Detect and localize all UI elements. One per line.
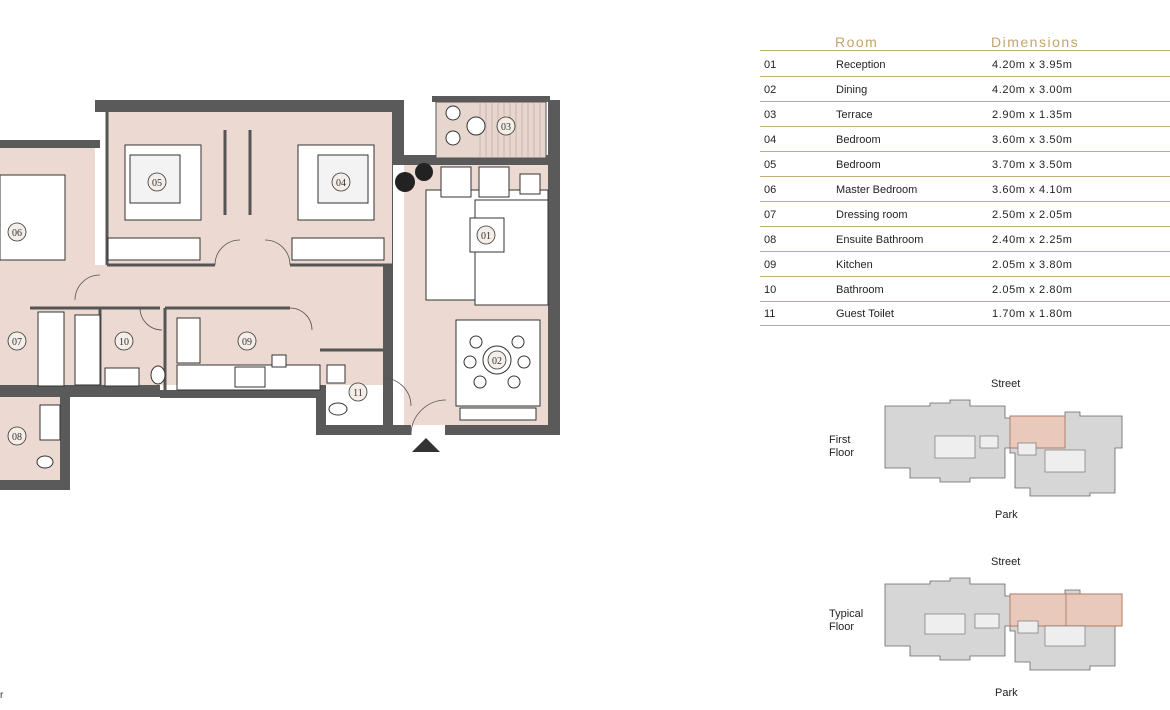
svg-text:04: 04	[336, 178, 346, 189]
svg-text:03: 03	[501, 122, 511, 133]
header-dimensions: Dimensions	[991, 34, 1080, 50]
keyplan-first-highlight-unit	[1009, 415, 1066, 449]
keyplan-typical-label-line2: Floor	[829, 621, 855, 633]
svg-text:11: 11	[353, 388, 363, 399]
row-number: 08	[764, 234, 777, 246]
terrace	[435, 101, 547, 159]
row-dimensions: 2.05m x 3.80m	[992, 259, 1073, 271]
room-label-06: 06	[7, 222, 27, 242]
row-room-name: Dressing room	[836, 209, 908, 221]
room-label-01: 01	[476, 225, 496, 245]
row-number: 02	[764, 84, 777, 96]
keyplan-first-label: First Floor	[829, 434, 854, 460]
row-number: 09	[764, 259, 777, 271]
row-number: 10	[764, 284, 777, 296]
walls	[0, 96, 560, 490]
row-dimensions: 1.70m x 1.80m	[992, 308, 1073, 320]
keyplan-typical-floor	[884, 577, 1123, 671]
row-number: 01	[764, 59, 777, 71]
row-dimensions: 3.70m x 3.50m	[992, 159, 1073, 171]
svg-text:05: 05	[152, 178, 162, 189]
living-furniture	[425, 166, 549, 306]
cut-off-text: r	[0, 690, 4, 701]
svg-text:02: 02	[492, 356, 502, 367]
row-room-name: Terrace	[836, 109, 873, 121]
room-label-11: 11	[348, 382, 368, 402]
svg-text:10: 10	[119, 337, 129, 348]
wardrobes	[37, 237, 385, 387]
row-dimensions: 4.20m x 3.00m	[992, 84, 1073, 96]
room-label-07: 07	[7, 331, 27, 351]
dining-furniture	[455, 319, 541, 421]
table-row: 05 Bedroom 3.70m x 3.50m	[760, 151, 1170, 177]
table-row: 06 Master Bedroom 3.60m x 4.10m	[760, 176, 1170, 202]
row-dimensions: 2.40m x 2.25m	[992, 234, 1073, 246]
room-label-10: 10	[114, 331, 134, 351]
room-label-02: 02	[487, 350, 507, 370]
floor-plan: 01 02 03 04 05 06 07 08 09 10 11	[0, 0, 570, 705]
row-dimensions: 2.90m x 1.35m	[992, 109, 1073, 121]
row-room-name: Bedroom	[836, 134, 881, 146]
table-row: 08 Ensuite Bathroom 2.40m x 2.25m	[760, 226, 1170, 252]
room-label-04: 04	[331, 172, 351, 192]
room-label-03: 03	[496, 116, 516, 136]
row-room-name: Dining	[836, 84, 868, 96]
interior-walls	[30, 112, 392, 390]
kitchen-counter	[176, 317, 321, 391]
room-label-09: 09	[237, 331, 257, 351]
table-row: 03 Terrace 2.90m x 1.35m	[760, 101, 1170, 127]
row-room-name: Bathroom	[836, 284, 884, 296]
svg-text:09: 09	[242, 337, 252, 348]
table-row: 07 Dressing room 2.50m x 2.05m	[760, 201, 1170, 227]
entrance-arrow	[412, 438, 440, 452]
row-dimensions: 3.60m x 4.10m	[992, 184, 1073, 196]
table-row: 09 Kitchen 2.05m x 3.80m	[760, 251, 1170, 277]
row-room-name: Ensuite Bathroom	[836, 234, 924, 246]
table-row: 01 Reception 4.20m x 3.95m	[760, 51, 1170, 77]
row-dimensions: 2.50m x 2.05m	[992, 209, 1073, 221]
row-room-name: Reception	[836, 59, 886, 71]
keyplan-first-label-line2: Floor	[829, 447, 855, 459]
keyplan-typical-label-line1: Typical	[829, 608, 864, 620]
row-dimensions: 4.20m x 3.95m	[992, 59, 1073, 71]
row-room-name: Master Bedroom	[836, 184, 918, 196]
row-number: 04	[764, 134, 777, 146]
row-number: 05	[764, 159, 777, 171]
keyplan-typical-park: Park	[995, 687, 1018, 699]
svg-text:08: 08	[12, 432, 22, 443]
table-header: Room Dimensions	[760, 34, 1170, 51]
svg-text:07: 07	[12, 337, 22, 348]
row-room-name: Bedroom	[836, 159, 881, 171]
row-dimensions: 2.05m x 2.80m	[992, 284, 1073, 296]
row-dimensions: 3.60m x 3.50m	[992, 134, 1073, 146]
row-room-name: Guest Toilet	[836, 308, 894, 320]
table-row: 10 Bathroom 2.05m x 2.80m	[760, 276, 1170, 302]
svg-text:06: 06	[12, 228, 22, 239]
keyplan-first-street: Street	[991, 378, 1021, 390]
row-number: 03	[764, 109, 777, 121]
keyplan-first-label-line1: First	[829, 434, 851, 446]
table-row: 04 Bedroom 3.60m x 3.50m	[760, 126, 1170, 152]
door-swings	[74, 239, 447, 436]
row-number: 11	[764, 308, 776, 320]
room-label-08: 08	[7, 426, 27, 446]
keyplan-typical-label: Typical Floor	[829, 608, 863, 634]
svg-text:01: 01	[481, 231, 491, 242]
row-number: 06	[764, 184, 777, 196]
table-row: 02 Dining 4.20m x 3.00m	[760, 76, 1170, 102]
bathroom-fixtures	[36, 314, 348, 469]
row-number: 07	[764, 209, 777, 221]
row-room-name: Kitchen	[836, 259, 873, 271]
floor-plan-drawing: 01 02 03 04 05 06 07 08 09 10 11	[0, 96, 560, 490]
keyplan-first-floor	[884, 399, 1123, 497]
table-row: 11 Guest Toilet 1.70m x 1.80m	[760, 300, 1170, 326]
header-room: Room	[835, 34, 879, 50]
keyplan-first-park: Park	[995, 509, 1018, 521]
keyplan-typical-street: Street	[991, 556, 1021, 568]
plants	[395, 163, 433, 192]
room-label-05: 05	[147, 172, 167, 192]
